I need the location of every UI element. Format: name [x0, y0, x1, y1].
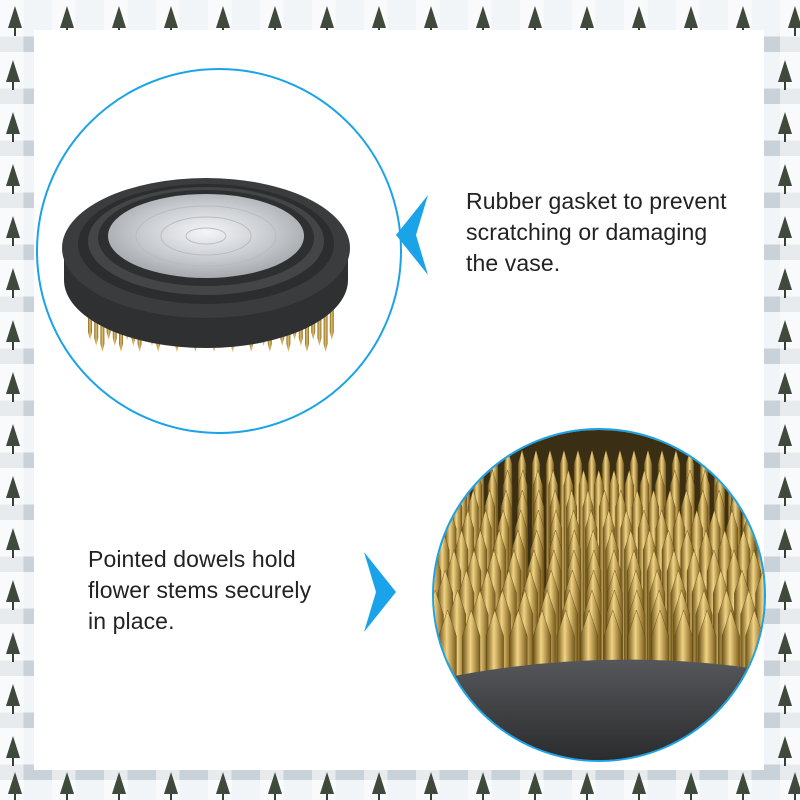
- pine-tree-icon: [216, 6, 230, 36]
- pine-tree-icon: [476, 772, 490, 800]
- pine-tree-icon: [6, 684, 20, 714]
- pine-tree-icon: [778, 372, 792, 402]
- pine-tree-icon: [6, 528, 20, 558]
- pine-tree-icon: [778, 216, 792, 246]
- arrow-right-icon: [364, 552, 396, 632]
- rubber-base: [434, 659, 764, 760]
- pine-tree-icon: [112, 6, 126, 36]
- gasket-caption: Rubber gasket to prevent scratching or d…: [466, 188, 727, 276]
- pine-tree-icon: [320, 772, 334, 800]
- pine-tree-icon: [736, 772, 750, 800]
- pine-tree-icon: [528, 6, 542, 36]
- pine-tree-icon: [778, 112, 792, 142]
- pine-tree-icon: [580, 6, 594, 36]
- pine-tree-icon: [8, 772, 22, 800]
- pine-tree-icon: [164, 6, 178, 36]
- pine-tree-icon: [216, 772, 230, 800]
- pine-tree-icon: [268, 772, 282, 800]
- content-panel: Rubber gasket to prevent scratching or d…: [34, 30, 766, 770]
- pine-tree-icon: [6, 320, 20, 350]
- pine-tree-icon: [632, 772, 646, 800]
- pine-tree-icon: [778, 684, 792, 714]
- pine-tree-icon: [778, 528, 792, 558]
- pine-tree-icon: [6, 268, 20, 298]
- pine-tree-icon: [6, 216, 20, 246]
- gasket-image-circle: [36, 68, 402, 434]
- pine-tree-icon: [6, 632, 20, 662]
- pine-tree-icon: [372, 6, 386, 36]
- pine-tree-icon: [778, 580, 792, 610]
- pine-tree-icon: [372, 772, 386, 800]
- pine-tree-icon: [528, 772, 542, 800]
- pine-tree-icon: [788, 6, 800, 36]
- pine-tree-icon: [778, 736, 792, 766]
- pine-tree-icon: [736, 6, 750, 36]
- pine-tree-icon: [778, 60, 792, 90]
- pine-tree-icon: [112, 772, 126, 800]
- pine-tree-icon: [684, 772, 698, 800]
- pins-caption: Pointed dowels hold flower stems securel…: [88, 546, 312, 634]
- pine-tree-icon: [60, 6, 74, 36]
- pine-tree-icon: [778, 476, 792, 506]
- pine-tree-icon: [6, 164, 20, 194]
- pine-tree-icon: [6, 372, 20, 402]
- pine-tree-icon: [778, 320, 792, 350]
- pine-tree-icon: [778, 164, 792, 194]
- pine-tree-icon: [778, 268, 792, 298]
- pine-tree-icon: [6, 112, 20, 142]
- gasket-image: [62, 178, 350, 352]
- pine-tree-icon: [164, 772, 178, 800]
- pine-tree-icon: [6, 424, 20, 454]
- pine-tree-icon: [778, 632, 792, 662]
- pine-tree-icon: [684, 6, 698, 36]
- pine-tree-icon: [6, 476, 20, 506]
- pine-tree-icon: [60, 772, 74, 800]
- pine-tree-icon: [8, 6, 22, 36]
- pine-tree-icon: [476, 6, 490, 36]
- pine-tree-icon: [320, 6, 334, 36]
- pine-tree-icon: [268, 6, 282, 36]
- pins-image: [434, 430, 764, 760]
- pine-tree-icon: [788, 772, 800, 800]
- pine-tree-icon: [6, 736, 20, 766]
- arrow-left-icon: [396, 195, 428, 275]
- pine-tree-icon: [580, 772, 594, 800]
- brass-pin-field: [434, 449, 764, 687]
- pine-tree-icon: [6, 580, 20, 610]
- pine-tree-icon: [424, 772, 438, 800]
- pins-image-circle: [432, 428, 766, 762]
- pine-tree-icon: [424, 6, 438, 36]
- pine-tree-icon: [632, 6, 646, 36]
- pine-tree-icon: [778, 424, 792, 454]
- pine-tree-icon: [6, 60, 20, 90]
